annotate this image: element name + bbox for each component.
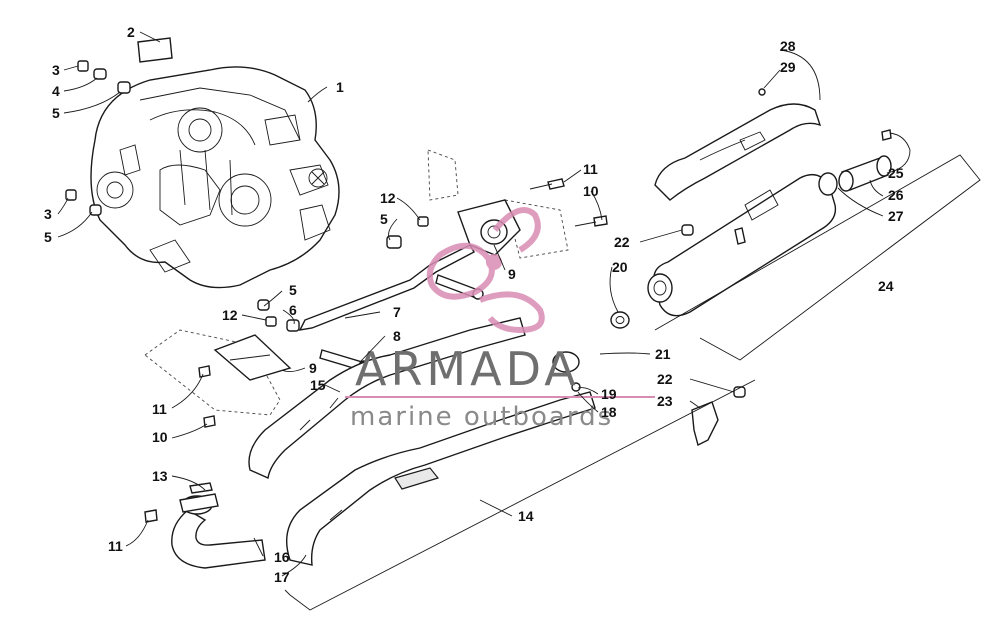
nut-12 xyxy=(417,216,429,227)
callout-5-mid: 5 xyxy=(44,229,52,245)
callout-10-upper: 10 xyxy=(583,183,599,199)
watermark-brand: ARMADA xyxy=(355,342,580,396)
callout-3-mid: 3 xyxy=(44,206,52,222)
callout-9-upper: 9 xyxy=(508,266,516,282)
callout-26: 26 xyxy=(888,187,904,203)
spring-18 xyxy=(571,382,581,392)
callout-7: 7 xyxy=(393,304,401,320)
leader-lines xyxy=(57,31,911,577)
callout-10-lower: 10 xyxy=(152,429,168,445)
spacer-5 xyxy=(386,235,402,249)
callout-25: 25 xyxy=(888,165,904,181)
hanger-23 xyxy=(691,401,719,447)
muffler-24 xyxy=(647,174,837,317)
callout-2: 2 xyxy=(127,24,135,40)
callout-17: 17 xyxy=(274,569,290,585)
gasket-13 xyxy=(189,482,213,494)
gasket-27 xyxy=(818,172,838,196)
header-pipe-15 xyxy=(248,317,526,480)
callout-24: 24 xyxy=(878,278,894,294)
callout-11-upper: 11 xyxy=(583,161,598,177)
seal-20 xyxy=(610,311,630,329)
callout-11-front: 11 xyxy=(108,538,123,554)
lower-heat-shield xyxy=(144,329,292,416)
callout-12-lower: 12 xyxy=(222,307,238,323)
front-pipe-16 xyxy=(171,493,266,569)
spark-arrestor-26 xyxy=(838,155,892,192)
callout-14: 14 xyxy=(518,508,534,524)
decal-plate xyxy=(137,37,173,63)
watermark-logo xyxy=(426,207,545,334)
callout-13: 13 xyxy=(152,468,168,484)
screw-29 xyxy=(758,88,766,96)
grommet-6 xyxy=(286,319,300,332)
callout-28: 28 xyxy=(780,38,796,54)
callout-19: 19 xyxy=(601,386,617,402)
callout-1: 1 xyxy=(336,79,344,95)
callout-23: 23 xyxy=(657,393,673,409)
callout-12-upper: 12 xyxy=(380,190,396,206)
callout-11-lower: 11 xyxy=(152,401,167,417)
callout-21: 21 xyxy=(655,346,671,362)
callout-8: 8 xyxy=(393,328,401,344)
callout-4: 4 xyxy=(52,83,60,99)
callout-5-top: 5 xyxy=(52,105,60,121)
callout-22-lower: 22 xyxy=(657,371,673,387)
assembly-outlines xyxy=(284,154,981,611)
callout-5-upper: 5 xyxy=(380,211,388,227)
callout-16: 16 xyxy=(274,549,290,565)
callout-15: 15 xyxy=(310,377,326,393)
spacer-lower xyxy=(257,299,270,311)
bolt-11-front xyxy=(144,509,158,523)
callout-22-upper: 22 xyxy=(614,234,630,250)
callout-5-lower: 5 xyxy=(289,282,297,298)
grommet-22-upper xyxy=(681,224,694,236)
heat-shield-28 xyxy=(654,103,822,201)
callout-18: 18 xyxy=(601,404,617,420)
bolt-lower-11 xyxy=(198,365,211,378)
upper-bracket xyxy=(427,149,569,259)
watermark-tagline: marine outboards xyxy=(350,402,613,432)
callout-3-top: 3 xyxy=(52,62,60,78)
header-pipe-14 xyxy=(286,391,596,566)
callout-9-lower: 9 xyxy=(309,360,317,376)
callout-20: 20 xyxy=(612,259,628,275)
screw-25 xyxy=(881,129,892,141)
callout-numbers: 1 2 3 4 5 3 5 12 5 11 10 9 5 6 12 7 8 9 … xyxy=(44,24,904,585)
clamp-19 xyxy=(552,351,580,373)
engine-block xyxy=(90,66,340,289)
nut-lower xyxy=(265,316,277,327)
callout-29: 29 xyxy=(780,59,796,75)
callout-6: 6 xyxy=(289,302,297,318)
callout-27: 27 xyxy=(888,208,904,224)
upper-bolts xyxy=(529,178,608,227)
